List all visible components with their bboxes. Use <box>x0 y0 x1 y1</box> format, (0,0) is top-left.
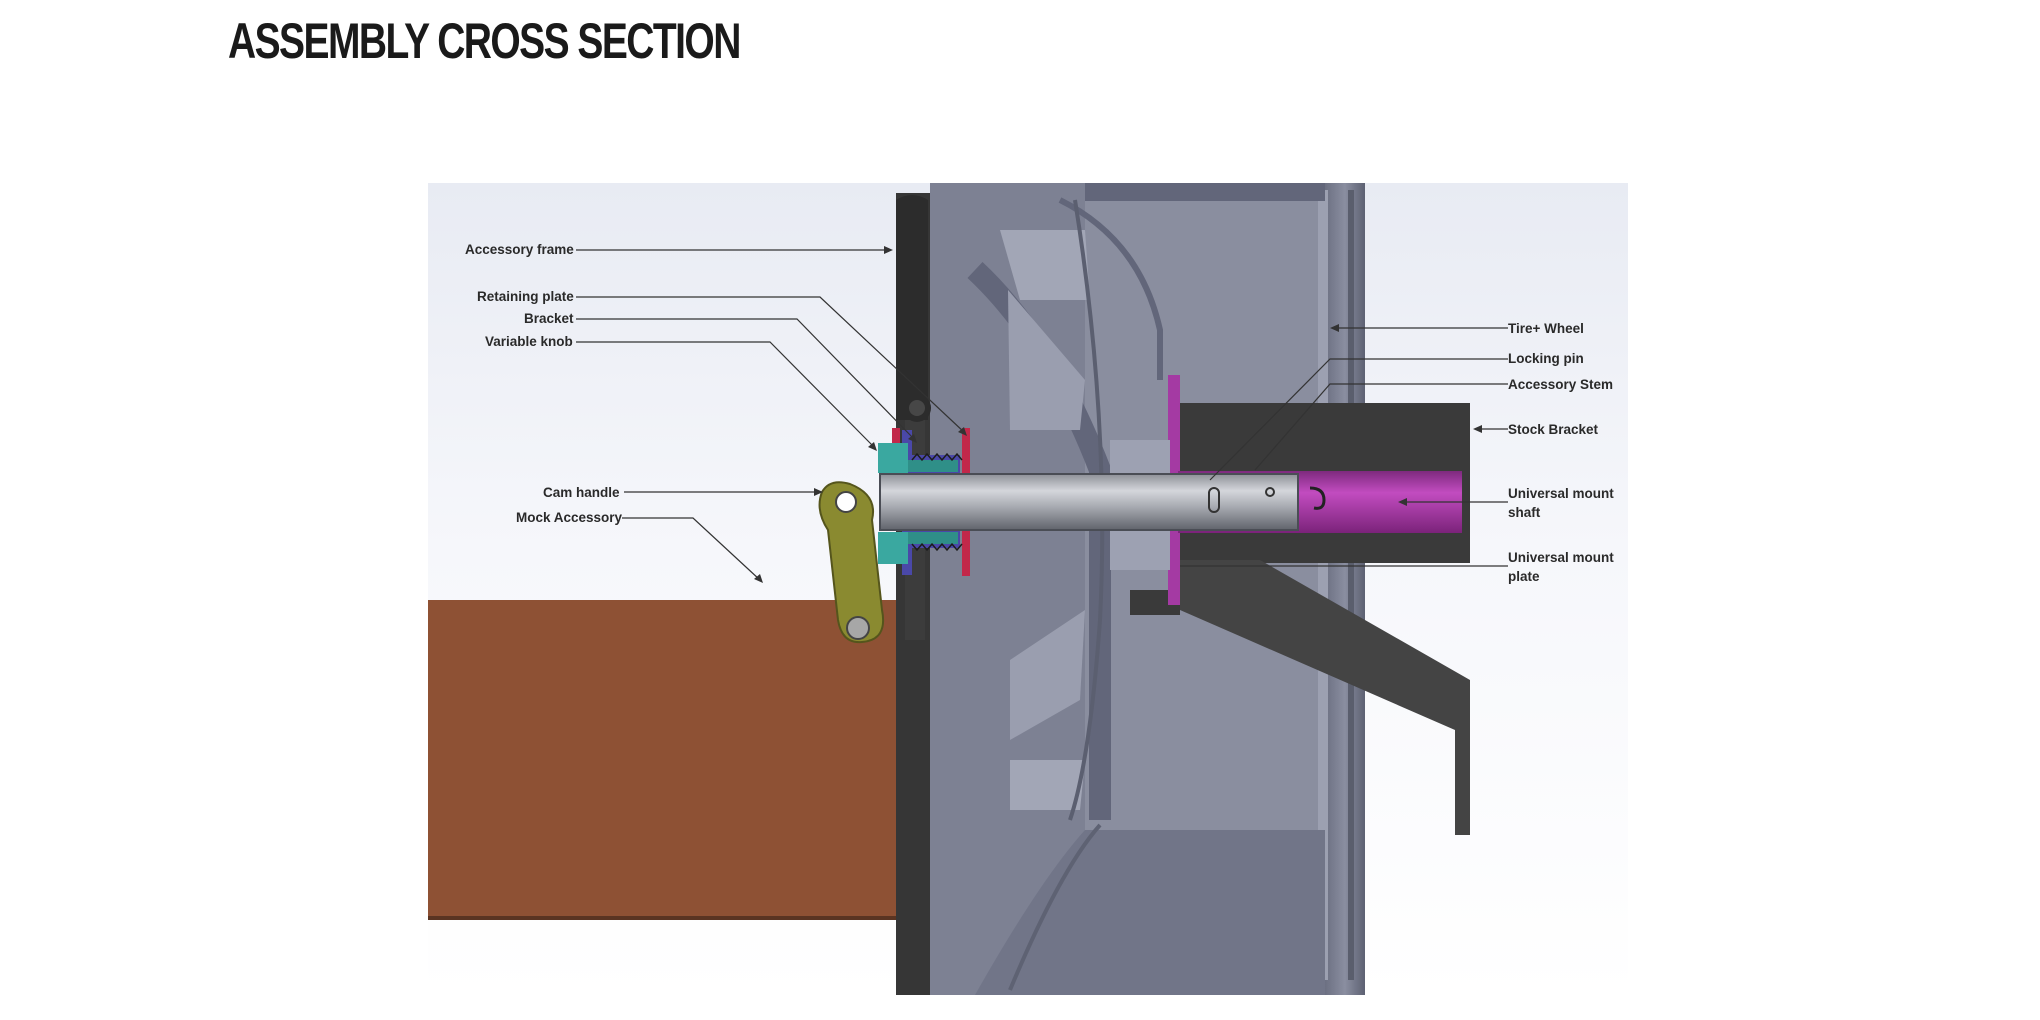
label-universal-mount-shaft-line1: Universal mount <box>1508 486 1614 501</box>
cam-handle-shape <box>818 481 884 644</box>
label-universal-mount-plate-line1: Universal mount <box>1508 550 1614 565</box>
callout-labels: Accessory frame Retaining plate Bracket … <box>465 242 1614 584</box>
accessory-stem-shape <box>879 473 1326 531</box>
page-title: ASSEMBLY CROSS SECTION <box>228 13 741 69</box>
label-universal-mount-plate-line2: plate <box>1508 569 1540 584</box>
label-stock-bracket: Stock Bracket <box>1508 422 1599 437</box>
label-tire-wheel: Tire+ Wheel <box>1508 321 1584 336</box>
leader-arrowheads <box>754 246 1482 583</box>
accessory-frame-shape <box>896 193 931 995</box>
label-accessory-stem: Accessory Stem <box>1508 377 1613 392</box>
retaining-plate-shape <box>892 428 970 576</box>
label-bracket: Bracket <box>524 311 574 326</box>
locking-pin-shape <box>1208 487 1220 513</box>
mock-accessory-block <box>428 600 896 920</box>
label-locking-pin: Locking pin <box>1508 351 1584 366</box>
label-mock-accessory: Mock Accessory <box>516 510 623 525</box>
label-cam-handle: Cam handle <box>543 485 620 500</box>
label-variable-knob: Variable knob <box>485 334 573 349</box>
label-accessory-frame: Accessory frame <box>465 242 574 257</box>
label-retaining-plate: Retaining plate <box>477 289 574 304</box>
leader-lines <box>576 249 1508 581</box>
variable-knob-shape <box>878 443 963 564</box>
label-universal-mount-shaft-line2: shaft <box>1508 505 1541 520</box>
